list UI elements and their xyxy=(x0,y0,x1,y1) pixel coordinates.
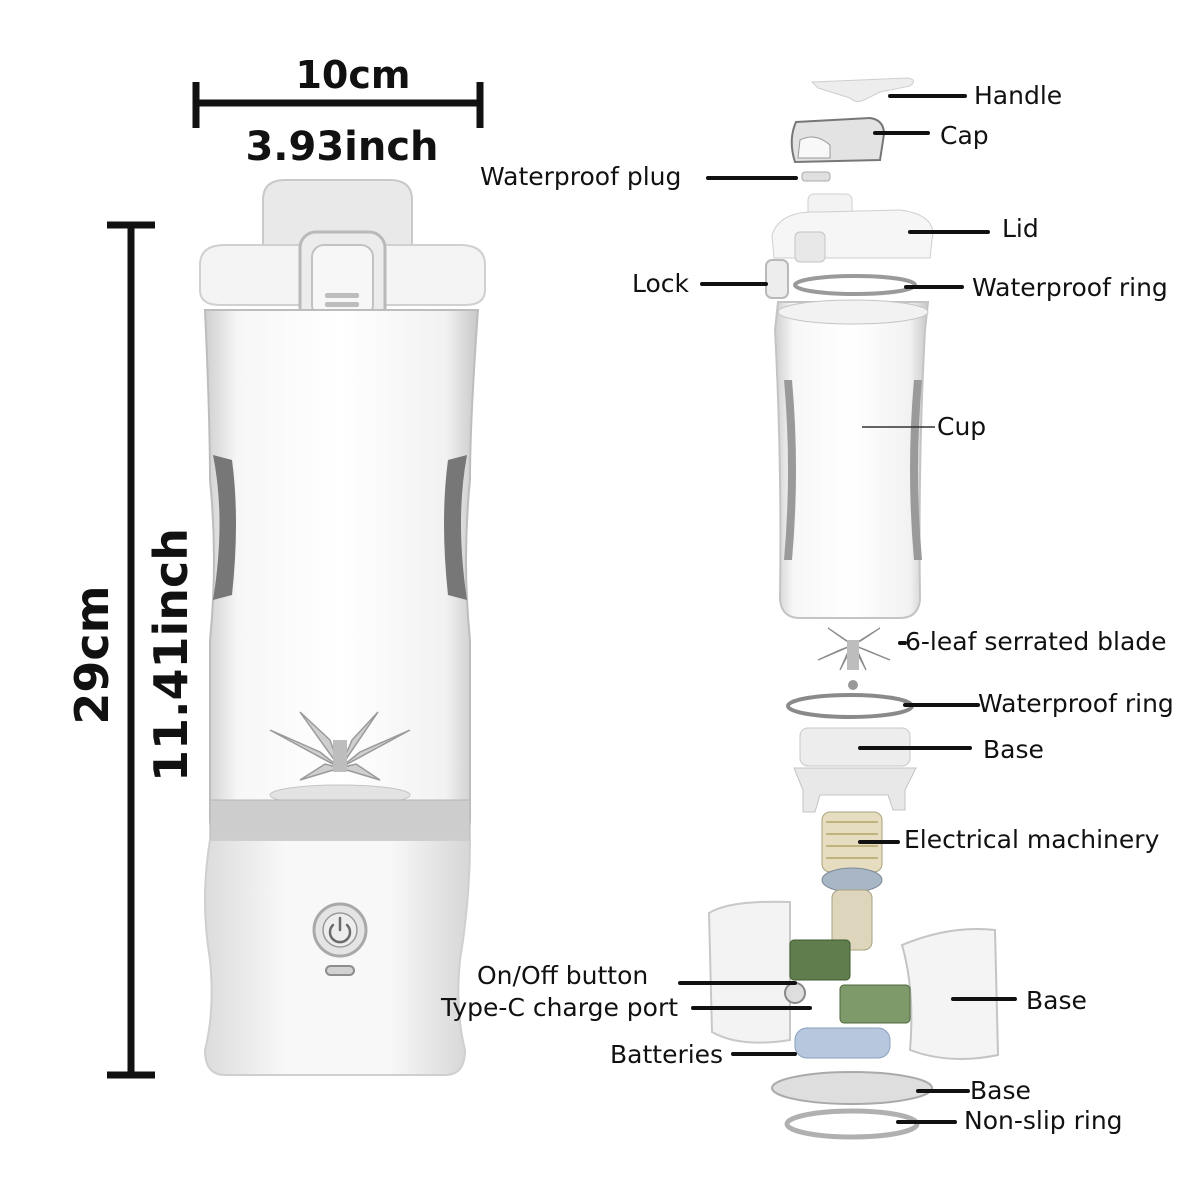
height-cm-text: 29cm xyxy=(65,585,119,724)
assembled-blender xyxy=(199,179,486,1076)
width-inch-text: 3.93inch xyxy=(245,124,438,170)
label-cup: Cup xyxy=(937,412,986,441)
label-electrical-machinery: Electrical machinery xyxy=(904,825,1160,854)
label-base-upper: Base xyxy=(983,735,1044,764)
exploded-view xyxy=(707,77,1000,1140)
label-waterproof-ring-top: Waterproof ring xyxy=(972,273,1168,302)
label-base-bottom: Base xyxy=(970,1076,1031,1105)
label-batteries: Batteries xyxy=(610,1040,723,1069)
height-inch-text: 11.41inch xyxy=(144,528,198,782)
label-handle: Handle xyxy=(974,81,1062,110)
width-cm-text: 10cm xyxy=(295,53,410,97)
label-waterproof-plug: Waterproof plug xyxy=(480,162,681,191)
power-icon xyxy=(328,916,352,944)
height-dimension: 29cm 11.41inch xyxy=(65,221,198,1079)
label-waterproof-ring-bottom: Waterproof ring xyxy=(978,689,1174,718)
part-labels: Handle Cap Waterproof plug Lid Lock Wate… xyxy=(440,81,1174,1135)
label-blade: 6-leaf serrated blade xyxy=(905,627,1167,656)
label-on-off-button: On/Off button xyxy=(477,961,648,990)
label-type-c-port: Type-C charge port xyxy=(440,993,678,1022)
width-dimension: 10cm 3.93inch xyxy=(192,53,484,170)
label-lid: Lid xyxy=(1002,214,1039,243)
type-c-port[interactable] xyxy=(325,965,355,976)
label-base-shell: Base xyxy=(1026,986,1087,1015)
label-lock: Lock xyxy=(632,269,690,298)
power-button[interactable] xyxy=(312,902,368,958)
label-cap: Cap xyxy=(940,121,989,150)
label-non-slip-ring: Non-slip ring xyxy=(964,1106,1123,1135)
leader-lines xyxy=(678,94,1017,1124)
